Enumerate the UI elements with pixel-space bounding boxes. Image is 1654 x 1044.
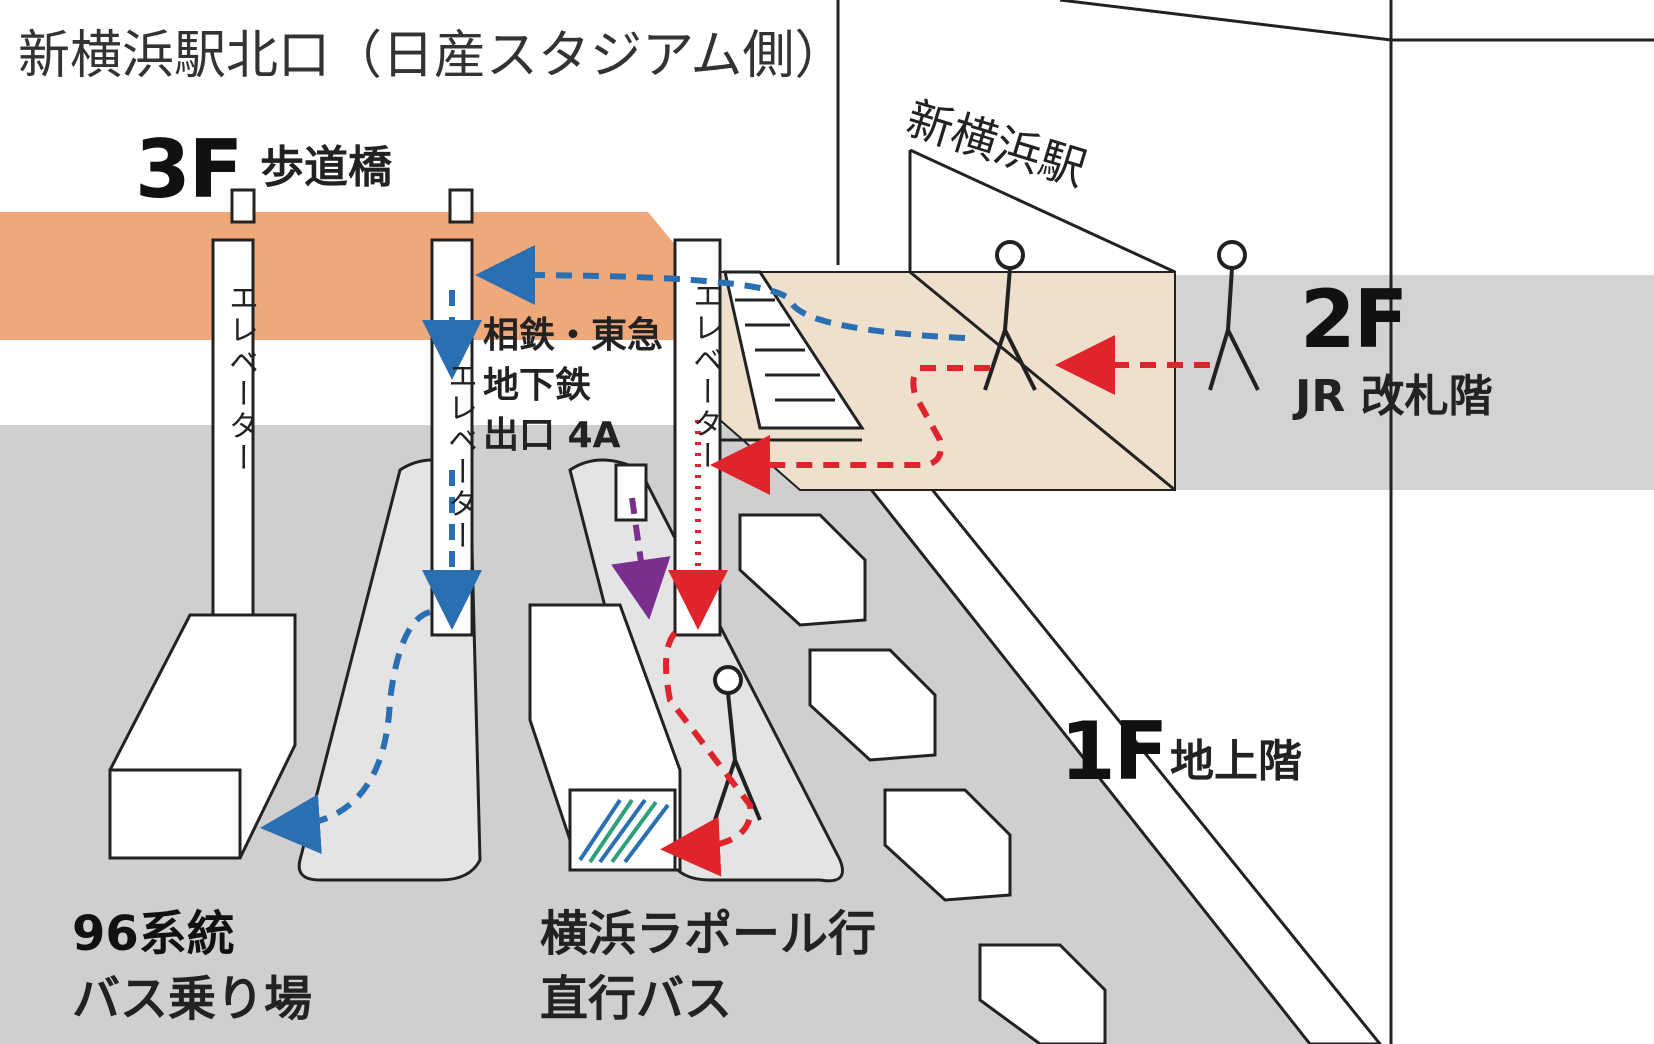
direct-bus-line1: 横浜ラポール行 — [540, 906, 877, 962]
floor-1f-name: 地上階 — [1170, 736, 1302, 787]
floor-3f-name: 歩道橋 — [260, 142, 392, 193]
floor-2f-level: 2F — [1300, 273, 1408, 366]
floor-2f-name: JR 改札階 — [1295, 371, 1493, 422]
bridge-3f — [0, 212, 700, 340]
elevator-label-middle: エレベーター — [442, 360, 477, 552]
subway-exit-line2: 地下鉄 — [483, 365, 592, 406]
route-purple — [611, 497, 671, 620]
subway-exit-line1: 相鉄・東急 — [483, 315, 664, 356]
elevator-label-right: エレベーター — [687, 280, 722, 472]
bus96-line2: バス乗り場 — [72, 971, 313, 1027]
route-blue — [260, 245, 966, 855]
direct-bus — [528, 603, 682, 872]
floor-1f-level: 1F — [1060, 705, 1168, 798]
floor-3f-level: 3F — [135, 123, 243, 216]
pedestrians — [713, 240, 1260, 821]
platform-shadow — [1175, 275, 1654, 490]
direct-bus-line2: 直行バス — [540, 971, 733, 1027]
subway-exit-line3: 出口 4A — [483, 415, 621, 456]
building-lines — [836, 0, 1654, 1044]
page-title: 新横浜駅北口（日産スタジアム側） — [18, 26, 847, 86]
cars — [738, 513, 1107, 1044]
bus96-line1: 96系統 — [72, 906, 235, 962]
stairs — [690, 270, 865, 442]
elevator-label-left: エレベーター — [223, 282, 258, 474]
route-red — [660, 335, 1210, 877]
bus-96 — [108, 613, 297, 860]
